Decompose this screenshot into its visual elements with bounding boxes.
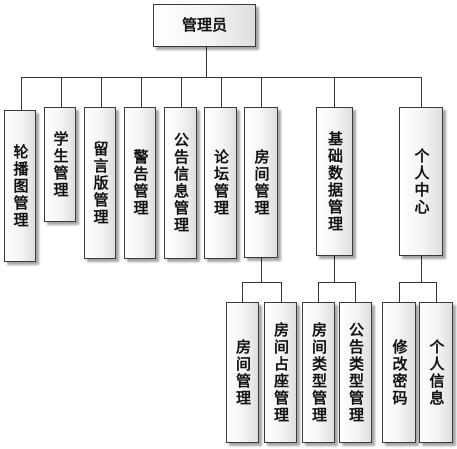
connector-personal-bus: [399, 282, 437, 283]
connector-personal-0: [399, 282, 400, 302]
node-announcement-type-management: 公告类型管理: [339, 302, 372, 443]
root-label: 管理员: [181, 16, 227, 34]
connector-l1-5: [221, 77, 222, 107]
node-announcement-management: 公告信息管理: [164, 107, 197, 259]
node-label: 留言版管理: [91, 140, 110, 226]
connector-personal-1: [436, 282, 437, 302]
connector-l1-4: [181, 77, 182, 107]
connector-l1-7: [334, 77, 335, 107]
node-label: 个人信息: [427, 338, 446, 407]
node-label: 警告管理: [131, 149, 150, 217]
node-room-management: 房间管理: [244, 107, 278, 258]
connector-base-1: [355, 282, 356, 302]
connector-rooms-bus: [242, 282, 282, 283]
node-change-password: 修改密码: [382, 302, 416, 443]
node-label: 论坛管理: [212, 149, 230, 217]
node-forum-management: 论坛管理: [204, 107, 237, 259]
node-warning-management: 警告管理: [124, 107, 156, 259]
connector-base-bus: [318, 282, 356, 283]
connector-root-down: [206, 47, 207, 77]
node-label: 修改密码: [390, 338, 409, 407]
connector-l1-1: [61, 77, 62, 107]
node-label: 公告类型管理: [347, 321, 365, 424]
root-node: 管理员: [153, 4, 256, 47]
node-label: 学生管理: [51, 130, 70, 199]
node-personal-center: 个人中心: [399, 107, 443, 256]
node-base-data-management: 基础数据管理: [316, 107, 353, 256]
connector-l1-0: [21, 77, 22, 110]
node-label: 房间管理: [234, 338, 252, 407]
node-room-type-management: 房间类型管理: [302, 302, 335, 443]
connector-base-0: [318, 282, 319, 302]
connector-rooms-0: [242, 282, 243, 302]
node-message-board-management: 留言版管理: [84, 107, 116, 259]
node-label: 个人中心: [412, 147, 431, 216]
node-personal-info: 个人信息: [419, 302, 453, 443]
connector-l1-3: [141, 77, 142, 107]
connector-rooms-1: [281, 282, 282, 302]
connector-rooms-down: [261, 258, 262, 282]
connector-l1-2: [101, 77, 102, 107]
node-label: 房间占座管理: [272, 321, 290, 424]
node-seat-reservation-management: 房间占座管理: [264, 302, 297, 443]
node-label: 公告信息管理: [172, 132, 190, 234]
connector-base-down: [334, 256, 335, 282]
node-room-list-management: 房间管理: [226, 302, 259, 443]
connector-personal-down: [421, 256, 422, 282]
node-student-management: 学生管理: [44, 107, 76, 222]
node-label: 基础数据管理: [326, 130, 344, 233]
node-label: 轮播图管理: [11, 143, 30, 229]
connector-l1-6: [261, 77, 262, 107]
connector-l1-8: [421, 77, 422, 107]
node-carousel-management: 轮播图管理: [4, 110, 36, 262]
node-label: 房间类型管理: [310, 321, 328, 424]
node-label: 房间管理: [252, 148, 271, 217]
